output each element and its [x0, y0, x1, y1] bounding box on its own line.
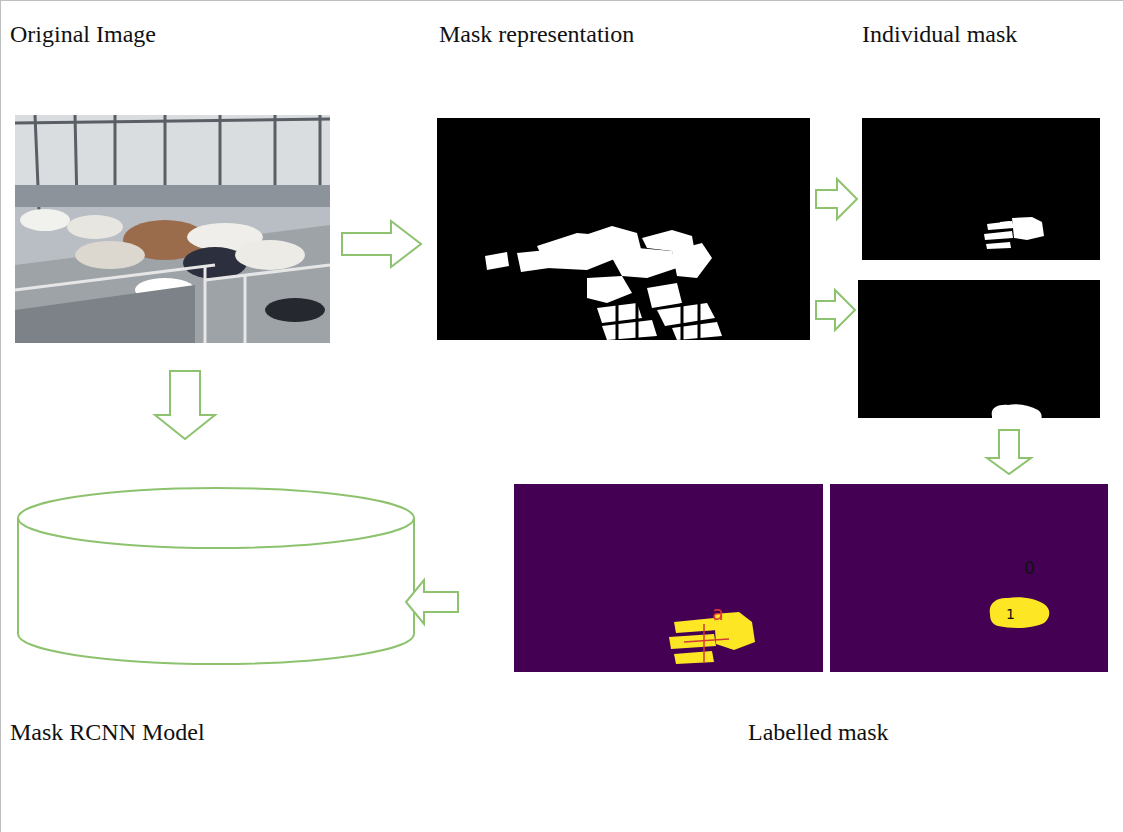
panel-heading: Original Image: [10, 20, 156, 49]
class-label: 0: [1024, 560, 1035, 577]
hollow-arrow: [987, 430, 1031, 474]
instance-number: 1: [1006, 607, 1015, 621]
flow-arrow: [406, 580, 458, 624]
flow-arrow: [816, 179, 857, 330]
labelled-mask-panel: Labelled mask: [510, 480, 1110, 762]
class-label: a: [712, 604, 724, 623]
labelled-mask-image: [514, 484, 823, 672]
panel-heading: Mask RCNN Model: [10, 718, 205, 747]
database-cylinder: [14, 484, 418, 670]
mask-representation-image: [437, 118, 810, 340]
individual-mask-panel: Individual mask: [856, 20, 1106, 420]
flow-arrow: [155, 371, 215, 439]
hollow-arrow: [816, 179, 857, 219]
individual-mask-image: [862, 118, 1100, 260]
mask-representation-panel: Mask representation: [437, 20, 812, 342]
individual-mask-image: [858, 280, 1100, 418]
original-image-panel: Original Image: [10, 20, 340, 345]
hollow-arrow: [155, 371, 215, 439]
hollow-arrow: [342, 221, 421, 267]
labelled-mask-image: [830, 484, 1108, 672]
hollow-arrow: [406, 580, 458, 624]
hollow-arrow: [816, 290, 855, 330]
panel-heading: Mask representation: [439, 20, 634, 49]
flow-arrow: [342, 221, 421, 267]
barn-photo: [15, 115, 330, 343]
panel-heading: Individual mask: [862, 20, 1017, 49]
flow-arrow: [987, 430, 1031, 474]
panel-heading: Labelled mask: [748, 718, 889, 747]
model-store: Mask RCNN Model: [10, 480, 422, 762]
